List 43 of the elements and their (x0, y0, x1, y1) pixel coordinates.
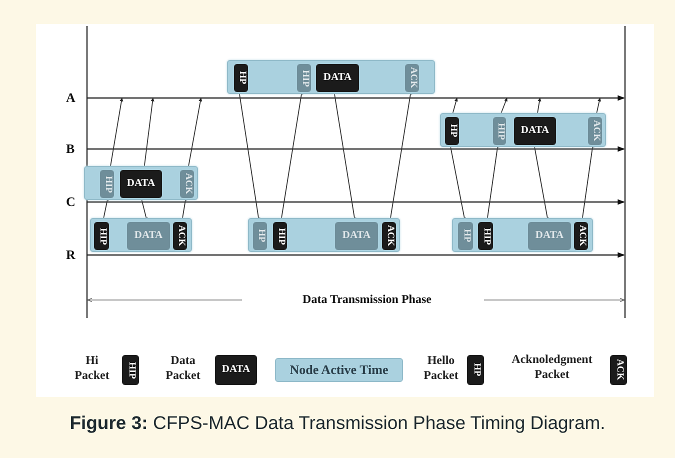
received-packet: ACK (180, 170, 194, 198)
legend-symbol: DATA (215, 355, 257, 385)
sent-packet: DATA (316, 64, 359, 92)
sent-packet: ACK (574, 222, 588, 250)
legend-label: Hello Packet (422, 353, 460, 383)
sent-packet: HP (445, 117, 459, 145)
legend-swatch: Node Active Time (275, 358, 403, 382)
received-packet: DATA (335, 222, 378, 250)
received-packet: HIP (297, 64, 311, 92)
sent-packet: HIP (273, 222, 287, 250)
active-time-band (248, 218, 400, 252)
sent-packet: HIP (478, 222, 493, 250)
legend-label: Acknoledgment Packet (510, 352, 594, 382)
sent-packet: DATA (120, 170, 162, 198)
sent-packet: HIP (94, 222, 109, 250)
active-time-band (90, 218, 192, 252)
timeline-label: C (66, 195, 76, 208)
legend-label: Data Packet (164, 353, 202, 383)
received-packet: HIP (493, 117, 506, 145)
sent-packet: HP (234, 64, 248, 92)
legend-symbol: HP (467, 355, 484, 385)
received-packet: DATA (528, 222, 571, 250)
received-packet: ACK (405, 64, 419, 92)
timeline-label: B (66, 142, 75, 155)
active-time-band (440, 113, 606, 147)
legend-label: Hi Packet (74, 353, 110, 383)
timeline-label: A (66, 91, 76, 104)
active-time-band (452, 218, 593, 252)
active-time-band (84, 166, 198, 200)
received-packet: ACK (588, 117, 602, 145)
sent-packet: ACK (173, 222, 187, 250)
received-packet: HP (458, 222, 473, 250)
active-time-band (227, 60, 435, 94)
sent-packet: DATA (514, 117, 556, 145)
phase-label: Data Transmission Phase (302, 293, 432, 305)
timeline-label: R (66, 248, 76, 261)
received-packet: HIP (100, 170, 114, 198)
received-packet: DATA (127, 222, 170, 250)
received-packet: HP (253, 222, 267, 250)
figure-caption: Figure 3: CFPS-MAC Data Transmission Phase Timing Diagram. (68, 412, 606, 434)
legend-symbol: ACK (610, 355, 627, 385)
sent-packet: ACK (382, 222, 396, 250)
legend-symbol: HIP (122, 355, 139, 385)
